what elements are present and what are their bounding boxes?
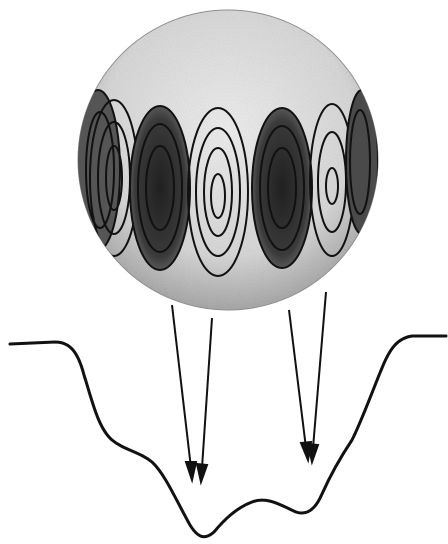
cell-right-dark (252, 108, 312, 268)
arrow-3 (289, 310, 311, 460)
profile-curve (10, 336, 446, 537)
cell-left-dark (130, 106, 190, 270)
arrow-4 (308, 292, 326, 462)
arrow-2 (197, 318, 212, 482)
arrows (172, 292, 326, 482)
arrow-1 (172, 305, 196, 480)
cell-far-right (346, 90, 378, 234)
